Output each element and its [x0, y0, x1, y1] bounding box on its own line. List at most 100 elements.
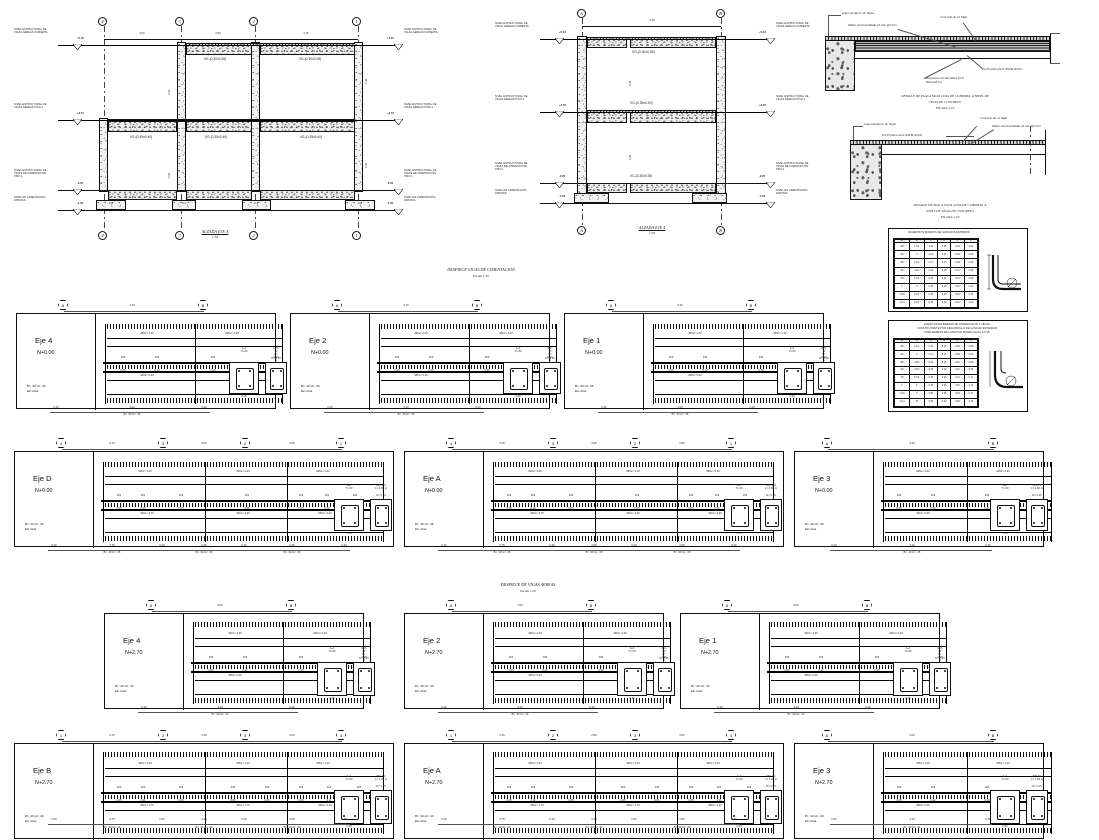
- rebar-bot-1: [771, 680, 946, 681]
- rebar-dot-tr: [337, 670, 340, 673]
- rebar-top-1: [771, 638, 946, 639]
- beam-grid-mid: [469, 324, 470, 404]
- panel-size-note: B= .30 H= .35: [415, 522, 434, 526]
- level-marker-cubierta-right: [394, 44, 403, 50]
- panel-top-dim-2: 2.90: [591, 734, 597, 737]
- stirrup-sp-1: 0.05: [896, 507, 902, 510]
- level-label-cubierta-right-2: NIVEL ESTRUCTURAL DE VIGAS AÉREAS CUBIER…: [776, 22, 810, 28]
- bar-stirrup-outline: [818, 368, 832, 390]
- beam-end-left: [103, 752, 104, 834]
- stirrup-label-3: 1#3: [568, 494, 574, 497]
- panel-bottom-dimline: [324, 412, 484, 413]
- bar-label-bot-3: 3#6L= 3.20: [708, 804, 722, 807]
- stirrup-sp-6: 0.12: [714, 507, 720, 510]
- beam-end-left: [653, 324, 654, 404]
- stirrup-row-mid: [655, 365, 830, 369]
- panel-bottom-note-c: B= .30 H= .40: [283, 826, 301, 829]
- panel-grid-bubble-a: A: [822, 730, 832, 740]
- panel-bottom-dim-4: 2.65: [591, 818, 597, 821]
- rebar-top-2: [105, 776, 383, 777]
- grid-bubble-bottom-b: B: [716, 226, 725, 235]
- rebar-bot-2: [655, 394, 830, 395]
- beam-end-left: [193, 622, 194, 704]
- stirrup-sp-5: 0.05: [688, 507, 694, 510]
- rebar-top-2: [885, 776, 1051, 777]
- beam-panel-aer-eje1: Eje 1 N+2.70 B= .30 H= .40 Ein viGa 3#6L…: [680, 613, 951, 710]
- stirrup-label-2: 1#3: [930, 786, 936, 789]
- level-marker-cubierta-left-2: [555, 38, 564, 44]
- beam-grid-mid: [859, 622, 860, 704]
- stirrup-sp-3: 0.05: [568, 799, 574, 802]
- stirrup-label-2: 1#3: [542, 656, 548, 659]
- panel-grid-bubble-a: A: [822, 438, 832, 448]
- panel-bottom-dim-5: 0.40: [631, 818, 637, 821]
- bar-dot-bl: [377, 815, 380, 818]
- bar-dot-tr: [554, 370, 557, 373]
- panel-bottom-dim-1: 0.40: [441, 544, 447, 547]
- stirrup-outline: [997, 505, 1015, 527]
- cross-section-aa: [617, 662, 647, 696]
- stirrup-label-2: 1#3: [530, 786, 536, 789]
- panel-bottom-dim-1: 0.40: [51, 818, 57, 821]
- panel-grid-bubble-3: 3: [158, 438, 168, 448]
- panel-grid-bubble-a: A: [146, 600, 156, 610]
- stirrup-label-2: 1#3: [154, 356, 160, 359]
- stirrup-row-top: [495, 622, 670, 627]
- stirrup-outline: [731, 796, 749, 820]
- bar-schedule-label-ejeD: 3#3-131 L= 0.90 m: [374, 484, 388, 490]
- bar-label-top-3: 3#6L= 3.20: [316, 470, 330, 473]
- rebar-dot-bl: [999, 815, 1002, 818]
- bar-d-label-ejeA: D= 0.15: [766, 494, 776, 497]
- detail2-concrete-wall: [850, 140, 882, 200]
- rebar-mid-2: [103, 371, 283, 373]
- rebar-mid-2: [491, 671, 671, 673]
- rebar-dot-bl: [786, 385, 789, 388]
- rebar-dot-bl: [733, 815, 736, 818]
- panel-bottom-dim-1: 0.40: [601, 406, 607, 409]
- stirrup-label-8: 1#3: [746, 786, 752, 789]
- footing-z1-4: [96, 200, 126, 210]
- stirrup-row-mid: [105, 503, 383, 507]
- rebar-dot-tr: [354, 798, 357, 801]
- panel-sub-note: Ein viGa: [115, 689, 127, 693]
- bar-label-top-2: 3#6L= 3.20: [996, 762, 1010, 765]
- stirrup-row-top: [885, 752, 1051, 757]
- panel-bottom-note: B= .30 H= .35: [123, 413, 141, 416]
- elevation-scale-2: 1:50: [648, 231, 656, 235]
- stirrup-sp-1: 0.05: [784, 669, 790, 672]
- stirrup-label-4: 1#3: [634, 494, 640, 497]
- bar-label-top-1: 3#6L= 3.00: [528, 762, 542, 765]
- level-label-piso2-right-2: NIVEL ESTRUCTURAL DE VIGAS AÉREAS PISO 2: [776, 95, 809, 101]
- panel-bottom-dim-1: 0.40: [441, 706, 447, 709]
- stirrup-sp-2: 0.12: [530, 507, 536, 510]
- panel-size-note: B= .30 H= .35: [25, 522, 44, 526]
- level-label-zapatas-right: NIVEL DE CIMENTACIÓN ZAPATAS: [404, 196, 436, 202]
- bar-dot-tl: [546, 370, 549, 373]
- panel-level: N+0.00: [815, 488, 833, 494]
- rebar-mid-2: [881, 509, 1051, 511]
- panel-bottom-dim-3: 0.40: [985, 818, 991, 821]
- panel-bottom-dim-7: 0.40: [731, 544, 737, 547]
- panel-grid-bubble-b: B: [862, 600, 872, 610]
- grid-bubble-bottom-3: 3: [175, 231, 184, 240]
- panel-top-dim-1: 4.15: [499, 442, 505, 445]
- bar-label-top-2: 3#6L= 3.20: [613, 632, 627, 635]
- bar-label-top-1: 3#6L= 4.00: [414, 332, 428, 335]
- panel-top-dim-3: 2.85: [289, 442, 295, 445]
- beam-grid-3: [287, 752, 288, 834]
- rebar-mid-2: [491, 509, 775, 511]
- stirrup-label-2: 1#3: [140, 786, 146, 789]
- section-width-eje3-aer: 0.30: [1002, 825, 1008, 828]
- bar-label-top-2: 3#6L= 3.20: [889, 632, 903, 635]
- footing-tag-4: Z-1: [108, 202, 114, 205]
- bar-label-bot-1: 3#6L= 3.75: [140, 804, 154, 807]
- rebar-top-2: [655, 346, 830, 347]
- elevation-title-2: ALZADA EJE 4: [638, 225, 666, 230]
- th-db: db: [894, 238, 910, 244]
- rebar-dot-tl: [733, 507, 736, 510]
- stirrup-label-3: 2#3: [598, 656, 604, 659]
